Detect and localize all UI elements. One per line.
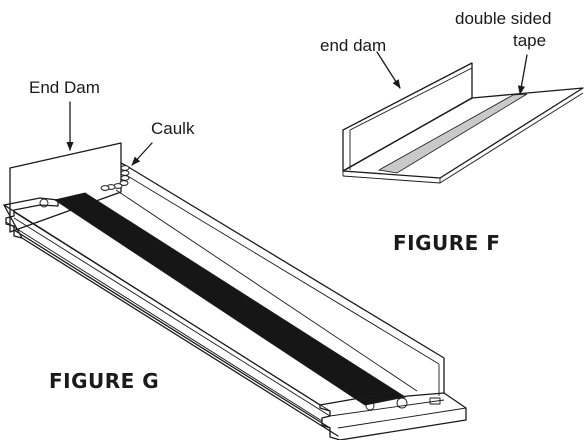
sill-front-profile-left	[3, 197, 59, 239]
sill-back-ledge	[115, 189, 418, 392]
figure-g-drawing	[3, 101, 467, 440]
sill-rail-6	[21, 237, 339, 437]
figure-f-title: FIGURE F	[393, 231, 501, 255]
sill-rear-wall	[120, 162, 445, 394]
double-sided-tape-strip	[377, 93, 528, 174]
gasket-end-right	[396, 397, 408, 409]
sill-rail-5	[13, 229, 331, 429]
glazing-gasket-strip	[53, 192, 407, 406]
end-dam-flange-side-edge	[439, 92, 584, 184]
figure-f-drawing	[342, 51, 584, 184]
tape-callout-arrow	[517, 54, 528, 95]
end-dam-plate	[9, 142, 122, 233]
sill-rail-2	[13, 211, 331, 412]
sill-rail-4	[5, 221, 323, 422]
tape-callout-label-line1: double sided	[455, 9, 552, 28]
gasket-end-right-2	[365, 401, 375, 411]
sill-rail-3	[13, 217, 331, 417]
tape-callout-label-line2: tape	[513, 31, 547, 50]
figure-g-title: FIGURE G	[49, 369, 160, 393]
caulk-callout-label: Caulk	[151, 119, 195, 138]
sill-end-profile-line-1	[337, 407, 467, 429]
caulk-callout-arrow	[131, 142, 153, 166]
end-dam-callout-label-f: end dam	[320, 36, 387, 55]
end-dam-flange	[342, 87, 584, 179]
end-dam-flange-front-edge	[342, 175, 441, 184]
end-dam-wall-top-edge	[349, 67, 473, 131]
gasket-end-left	[39, 198, 49, 208]
sill-end-profile-right	[319, 392, 467, 440]
end-dam-callout-arrow-f	[376, 51, 401, 89]
caulk-bead	[100, 165, 130, 191]
end-dam-callout-label-g: End Dam	[29, 78, 100, 97]
sill-end-notch	[429, 397, 441, 405]
sill-rear-wall-inner	[120, 171, 440, 365]
sill-end-profile-line-2	[329, 399, 445, 417]
